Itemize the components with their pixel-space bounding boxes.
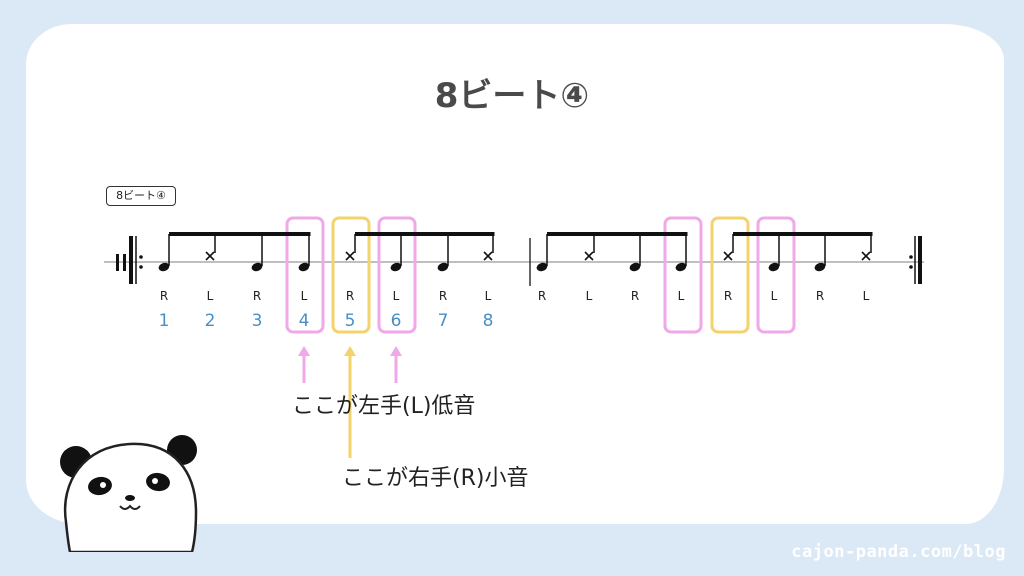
hand-label-m1-5: R — [346, 289, 354, 303]
bass-note-m1-3 — [251, 262, 263, 272]
bass-note-m2-6 — [768, 262, 780, 272]
hihat-note-m2-8 — [861, 251, 871, 261]
bass-note-m2-7 — [814, 262, 826, 272]
pattern-badge: 8ビート④ — [106, 186, 176, 206]
hihat-note-m2-5 — [723, 251, 733, 261]
hand-label-m2-6: L — [771, 289, 778, 303]
notes — [158, 232, 873, 272]
count-label-3: 3 — [252, 311, 263, 331]
highlight-box-m2-4 — [663, 216, 703, 334]
count-label-7: 7 — [438, 311, 449, 331]
panda-mascot-icon — [60, 435, 198, 552]
pink-arrow-4-head — [298, 346, 310, 356]
hand-label-m2-4: L — [678, 289, 685, 303]
hand-label-m2-7: R — [816, 289, 824, 303]
hand-label-m2-8: L — [863, 289, 870, 303]
hand-label-m1-8: L — [485, 289, 492, 303]
hand-label-m1-2: L — [207, 289, 214, 303]
count-label-5: 5 — [345, 311, 356, 331]
hand-label-m1-4: L — [301, 289, 308, 303]
hihat-note-m2-2 — [584, 251, 594, 261]
hihat-note-m1-5 — [345, 251, 355, 261]
beam-m2-g1 — [733, 232, 873, 236]
hand-label-m1-3: R — [253, 289, 261, 303]
count-label-4: 4 — [299, 311, 310, 331]
count-label-6: 6 — [391, 311, 402, 331]
highlight-box-6 — [377, 216, 417, 334]
beam-m1-g0 — [169, 232, 311, 236]
count-label-1: 1 — [159, 311, 170, 331]
bass-note-m1-6 — [390, 262, 402, 272]
hand-label-m2-1: R — [538, 289, 546, 303]
labels: R L R L R L R L R L R L R L R L 1 2 3 4 5 6 7 8 — [159, 289, 870, 331]
annotation-left-hand: ここが左手(L)低音 — [292, 394, 476, 419]
repeat-start — [116, 236, 143, 284]
bass-note-m1-4 — [298, 262, 310, 272]
highlight-box-4 — [285, 216, 325, 334]
hand-label-m2-5: R — [724, 289, 732, 303]
bass-note-m1-1 — [158, 262, 170, 272]
bass-note-m2-4 — [675, 262, 687, 272]
bass-note-m2-1 — [536, 262, 548, 272]
hihat-note-m1-2 — [205, 251, 215, 261]
bass-note-m1-7 — [437, 262, 449, 272]
highlight-boxes — [285, 216, 796, 334]
watermark: cajon-panda.com/blog — [791, 542, 1006, 562]
hand-label-m2-3: R — [631, 289, 639, 303]
highlight-box-m2-5 — [710, 216, 750, 334]
count-label-8: 8 — [483, 311, 494, 331]
page-title: 8ビート④ — [434, 76, 590, 116]
repeat-end — [909, 236, 922, 284]
yellow-arrow-5-head — [344, 346, 356, 356]
hand-label-m1-7: R — [439, 289, 447, 303]
hand-label-m2-2: L — [586, 289, 593, 303]
beam-m1-g1 — [355, 232, 495, 236]
pink-arrow-6-head — [390, 346, 402, 356]
arrows — [298, 346, 402, 458]
beam-m2-g0 — [547, 232, 688, 236]
hand-label-m1-6: L — [393, 289, 400, 303]
bass-note-m2-3 — [629, 262, 641, 272]
annotation-right-hand: ここが右手(R)小音 — [342, 466, 529, 491]
highlight-box-5 — [331, 216, 371, 334]
count-label-2: 2 — [205, 311, 216, 331]
hihat-note-m1-8 — [483, 251, 493, 261]
hand-label-m1-1: R — [160, 289, 168, 303]
highlight-box-m2-6 — [756, 216, 796, 334]
